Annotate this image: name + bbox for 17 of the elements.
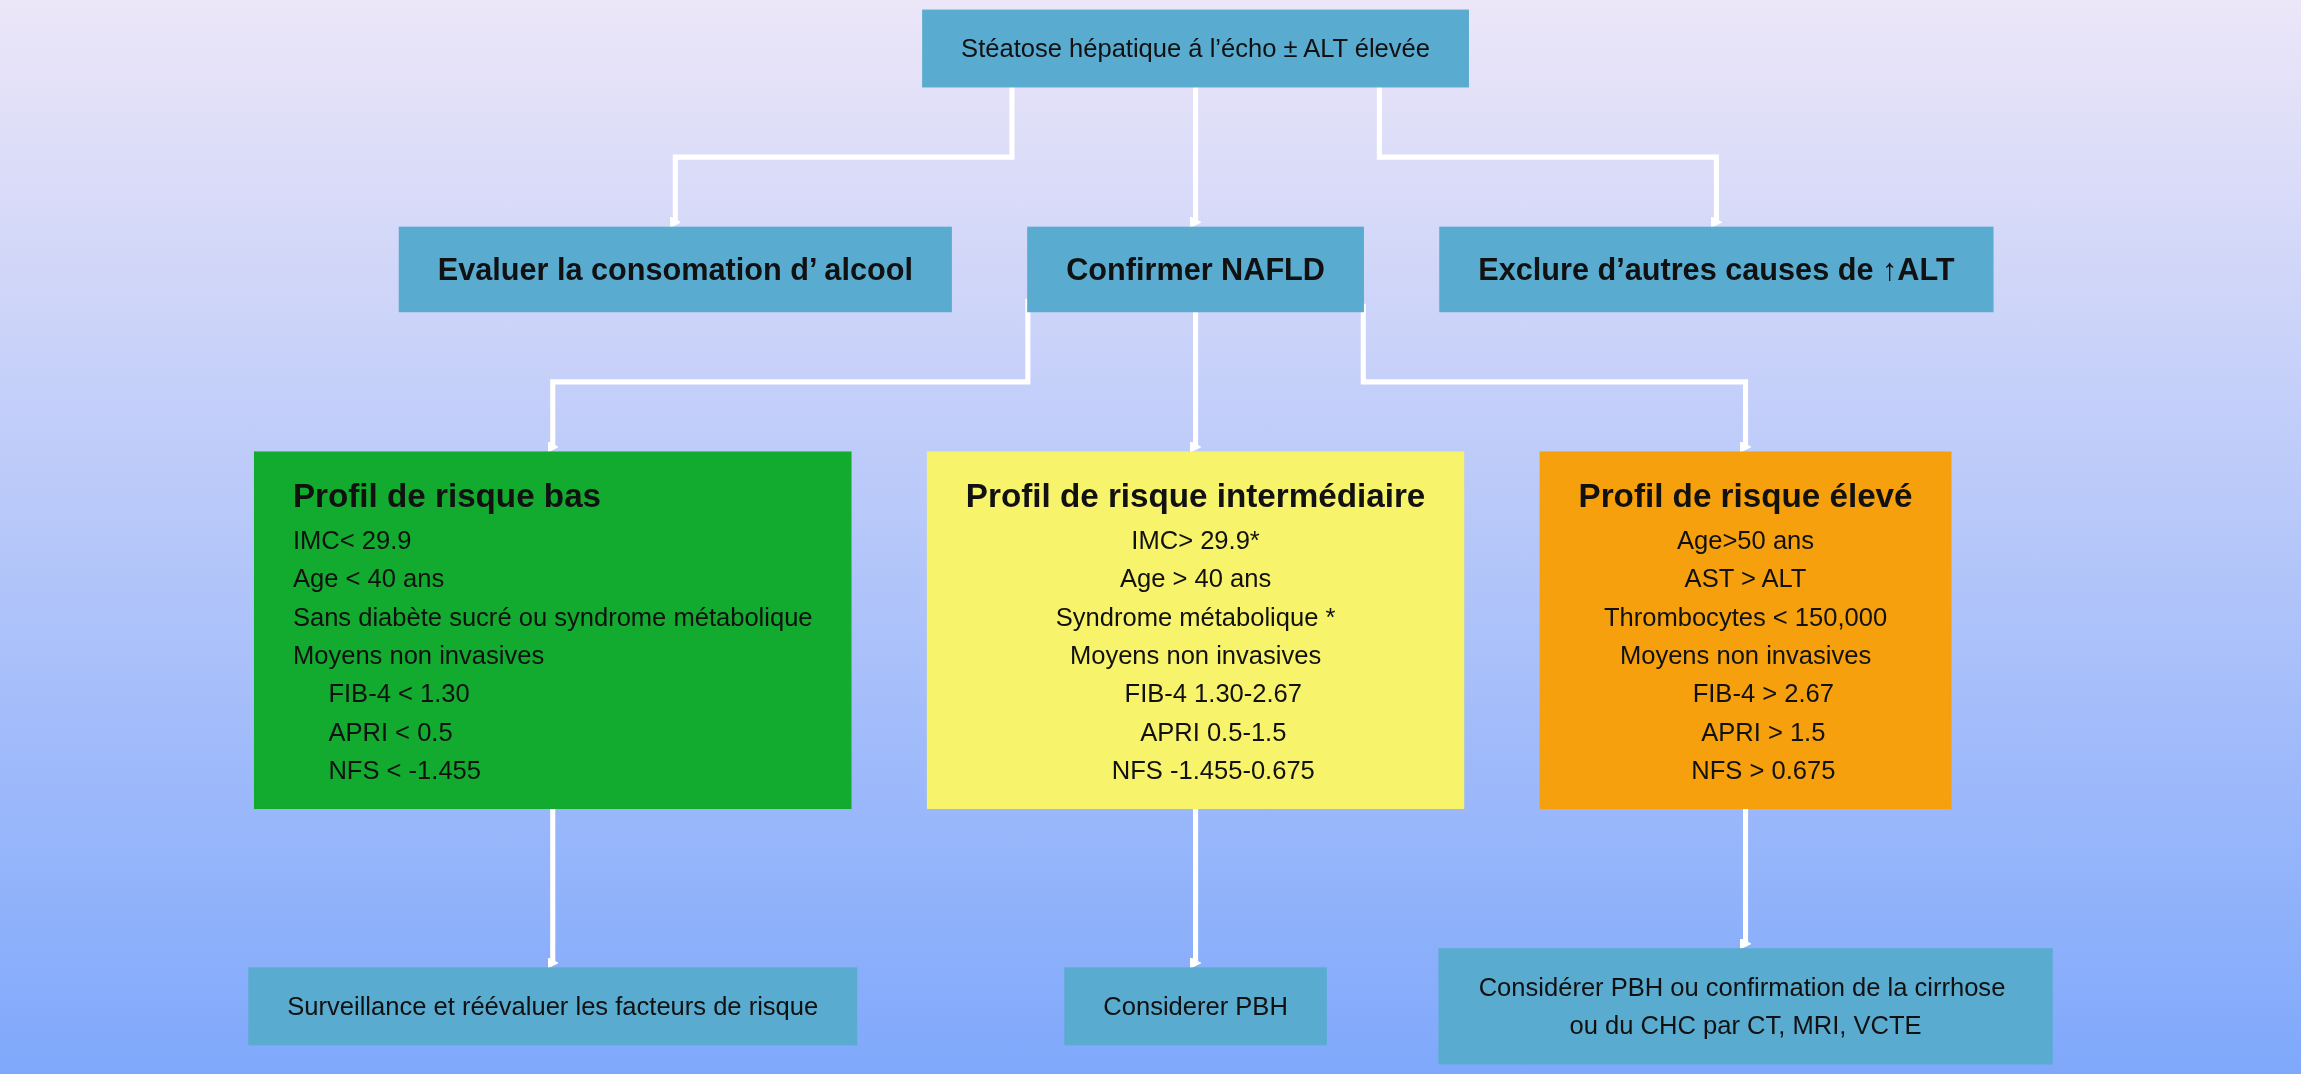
arrow — [1189, 86, 1202, 228]
arrow — [1739, 808, 1752, 950]
arrow — [1189, 808, 1202, 969]
node-box: Surveillance et réévaluer les facteurs de risque — [248, 967, 858, 1046]
node-box: Evaluer la consomation d’ alcool — [398, 226, 952, 313]
node-box: Stéatose hépatique á l’écho ± ALT élevée — [922, 9, 1469, 88]
node-box: Profil de risque élevé Age>50 ans AST > ALT Thrombocytes < 150,000 Moyens non invasives FIB-4 > 2.67 APRI > 1.5 NFS > 0.675 — [1539, 451, 1952, 809]
arrow — [1189, 311, 1202, 453]
node-box: Considerer PBH — [1064, 967, 1327, 1046]
node-box: Profil de risque intermédiaire IMC> 29.9* Age > 40 ans Syndrome métabolique * Moyens non invasives FIB-4 1.30-2.67 APRI 0.5-1.5 NFS -1.455-0.675 — [926, 451, 1465, 809]
node-box: Exclure d’autres causes de ↑ALT — [1439, 226, 1994, 313]
arrow — [547, 808, 559, 969]
node-box: Confirmer NAFLD — [1027, 226, 1364, 313]
arrow — [669, 86, 1015, 228]
node-box: Considérer PBH ou confirmation de la cirrhose ou du CHC par CT, MRI, VCTE — [1438, 948, 2053, 1065]
arrow — [1376, 86, 1723, 228]
node-box: Profil de risque bas IMC< 29.9 Age < 40 ans Sans diabète sucré ou syndrome métabolique Moyens non invasives FIB-4 < 1.30 APRI < 0.5 NFS < -1.455 — [253, 451, 852, 809]
